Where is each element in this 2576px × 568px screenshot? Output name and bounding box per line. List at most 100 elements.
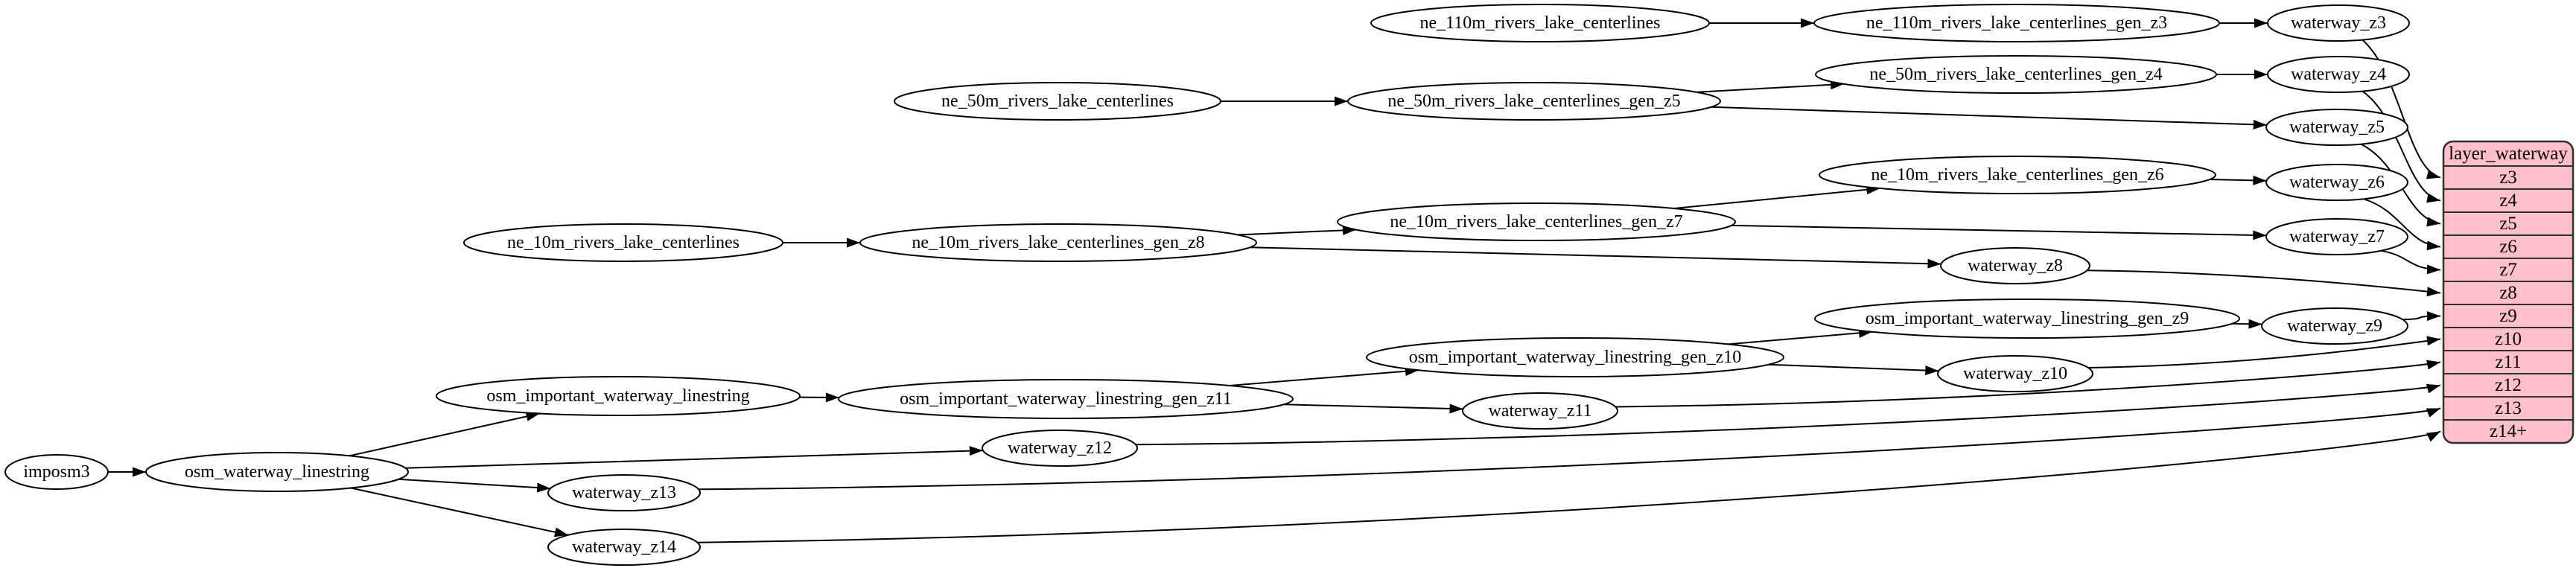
node-ellipse: [1814, 299, 2240, 339]
edge-osm_important_waterway_linestring_gen_z10-to-waterway_z10: [1768, 363, 1939, 376]
node-ne_50m_rivers_lake_centerlines: ne_50m_rivers_lake_centerlines: [894, 82, 1221, 121]
node-label: waterway_z11: [1488, 401, 1591, 421]
node-waterway_z8: waterway_z8: [1940, 247, 2090, 284]
node-ellipse: [2265, 164, 2408, 201]
node-label: ne_110m_rivers_lake_centerlines_gen_z3: [1866, 13, 2167, 33]
table-row-z3: z3: [2499, 167, 2517, 188]
node-ellipse: [2267, 56, 2410, 93]
edge-waterway_z11-to-layer_waterway-z11: [1615, 360, 2441, 408]
node-ellipse: [2265, 109, 2408, 146]
edge-ne_50m_rivers_lake_centerlines_gen_z5-to-waterway_z5: [1711, 106, 2267, 130]
node-label: osm_important_waterway_linestring_gen_z1…: [900, 389, 1232, 409]
node-label: ne_10m_rivers_lake_centerlines_gen_z6: [1871, 165, 2163, 185]
node-ellipse: [2261, 307, 2408, 345]
edge-osm_waterway_linestring-to-waterway_z12: [405, 446, 983, 469]
node-waterway_z10: waterway_z10: [1937, 355, 2093, 392]
node-ellipse: [1819, 156, 2216, 194]
edge-waterway_z14-to-layer_waterway-z14+: [697, 430, 2441, 543]
node-label: waterway_z13: [572, 483, 676, 502]
table-row-z6: z6: [2499, 237, 2517, 257]
node-osm_important_waterway_linestring_gen_z9: osm_important_waterway_linestring_gen_z9: [1814, 299, 2240, 339]
node-ellipse: [2267, 4, 2410, 42]
node-ellipse: [982, 430, 1138, 467]
node-waterway_z3: waterway_z3: [2267, 4, 2410, 42]
node-label: ne_50m_rivers_lake_centerlines: [941, 92, 1174, 111]
edge-osm_waterway_linestring-to-waterway_z13: [398, 478, 551, 493]
edge-ne_50m_rivers_lake_centerlines_gen_z5-to-ne_50m_rivers_lake_centerlines_gen_z4: [1696, 80, 1845, 93]
node-ellipse: [1815, 55, 2217, 94]
node-label: ne_10m_rivers_lake_centerlines_gen_z8: [912, 233, 1204, 252]
node-ellipse: [1337, 202, 1736, 241]
node-ellipse: [838, 379, 1294, 419]
edge-osm_waterway_linestring-to-osm_important_waterway_linestring: [349, 412, 540, 457]
node-label: waterway_z12: [1008, 438, 1112, 458]
edge-ne_10m_rivers_lake_centerlines_gen_z8-to-ne_10m_rivers_lake_centerlines_gen_z7: [1238, 225, 1357, 236]
edge-waterway_z7-to-layer_waterway-z7: [2380, 249, 2441, 275]
table-row-z8: z8: [2499, 283, 2517, 303]
node-ellipse: [859, 223, 1257, 262]
table-outline: [2442, 140, 2575, 444]
node-imposm3: imposm3: [4, 454, 109, 490]
node-label: waterway_z14: [572, 537, 676, 557]
node-label: waterway_z4: [2291, 65, 2386, 84]
node-ellipse: [2265, 218, 2408, 255]
node-label: waterway_z10: [1963, 364, 2067, 383]
node-label: waterway_z6: [2289, 173, 2385, 192]
table-row-z7: z7: [2499, 260, 2517, 280]
edge-ne_10m_rivers_lake_centerlines_gen_z7-to-ne_10m_rivers_lake_centerlines_gen_z6: [1673, 185, 1880, 209]
node-osm_important_waterway_linestring_gen_z11: osm_important_waterway_linestring_gen_z1…: [838, 379, 1294, 419]
node-ellipse: [1462, 392, 1618, 430]
edge-layer: [108, 18, 2441, 543]
node-ellipse: [1370, 4, 1710, 42]
node-osm_important_waterway_linestring_gen_z10: osm_important_waterway_linestring_gen_z1…: [1366, 337, 1784, 377]
node-waterway_z14: waterway_z14: [547, 529, 701, 566]
node-ne_10m_rivers_lake_centerlines: ne_10m_rivers_lake_centerlines: [463, 223, 783, 262]
node-label: osm_important_waterway_linestring_gen_z9: [1866, 309, 2189, 328]
node-label: ne_110m_rivers_lake_centerlines: [1420, 13, 1661, 33]
node-ne_10m_rivers_lake_centerlines_gen_z6: ne_10m_rivers_lake_centerlines_gen_z6: [1819, 156, 2216, 194]
node-label: ne_50m_rivers_lake_centerlines_gen_z5: [1387, 92, 1680, 111]
node-label: osm_important_waterway_linestring: [486, 386, 749, 406]
node-ne_50m_rivers_lake_centerlines_gen_z4: ne_50m_rivers_lake_centerlines_gen_z4: [1815, 55, 2217, 94]
node-waterway_z5: waterway_z5: [2265, 109, 2408, 146]
edge-waterway_z8-to-layer_waterway-z8: [2087, 269, 2441, 297]
edge-osm_important_waterway_linestring_gen_z11-to-waterway_z11: [1283, 403, 1463, 414]
table-header: layer_waterway: [2449, 144, 2568, 164]
node-waterway_z11: waterway_z11: [1462, 392, 1618, 430]
node-waterway_z6: waterway_z6: [2265, 164, 2408, 201]
node-ellipse: [1366, 337, 1784, 377]
node-waterway_z13: waterway_z13: [547, 474, 701, 511]
node-label: ne_50m_rivers_lake_centerlines_gen_z4: [1869, 65, 2162, 84]
node-label: waterway_z3: [2291, 13, 2386, 33]
edge-waterway_z10-to-layer_waterway-z10: [2088, 336, 2441, 368]
edge-waterway_z3-to-layer_waterway-z3: [2362, 39, 2441, 179]
edge-waterway_z9-to-layer_waterway-z9: [2402, 311, 2441, 322]
node-label: osm_waterway_linestring: [185, 462, 369, 482]
node-label: waterway_z5: [2289, 118, 2385, 137]
node-ellipse: [1937, 355, 2093, 392]
node-ellipse: [1347, 82, 1721, 121]
table-row-z13: z13: [2495, 398, 2522, 418]
node-layer: imposm3 osm_waterway_linestring osm_import…: [4, 4, 2410, 566]
node-label: ne_10m_rivers_lake_centerlines: [507, 233, 740, 252]
node-label: waterway_z9: [2287, 316, 2382, 336]
table-layer-waterway: layer_waterwayz3z4z5z6z7z8z9z10z11z12z13…: [2442, 140, 2575, 444]
table-row-z14+: z14+: [2490, 421, 2527, 441]
node-label: waterway_z8: [1968, 256, 2063, 275]
node-ellipse: [547, 529, 701, 566]
edge-osm_important_waterway_linestring_gen_z10-to-osm_important_waterway_linestring_gen_z9: [1728, 328, 1873, 345]
node-waterway_z12: waterway_z12: [982, 430, 1138, 467]
node-ellipse: [4, 454, 109, 490]
edge-waterway_z12-to-layer_waterway-z12: [1135, 383, 2441, 446]
node-ne_50m_rivers_lake_centerlines_gen_z5: ne_50m_rivers_lake_centerlines_gen_z5: [1347, 82, 1721, 121]
table-row-z11: z11: [2495, 352, 2521, 372]
edge-waterway_z6-to-layer_waterway-z6: [2363, 198, 2441, 251]
table-row-z4: z4: [2499, 191, 2517, 211]
node-waterway_z4: waterway_z4: [2267, 56, 2410, 93]
node-ne_10m_rivers_lake_centerlines_gen_z8: ne_10m_rivers_lake_centerlines_gen_z8: [859, 223, 1257, 262]
node-osm_waterway_linestring: osm_waterway_linestring: [145, 452, 409, 492]
node-waterway_z9: waterway_z9: [2261, 307, 2408, 345]
node-ellipse: [894, 82, 1221, 121]
